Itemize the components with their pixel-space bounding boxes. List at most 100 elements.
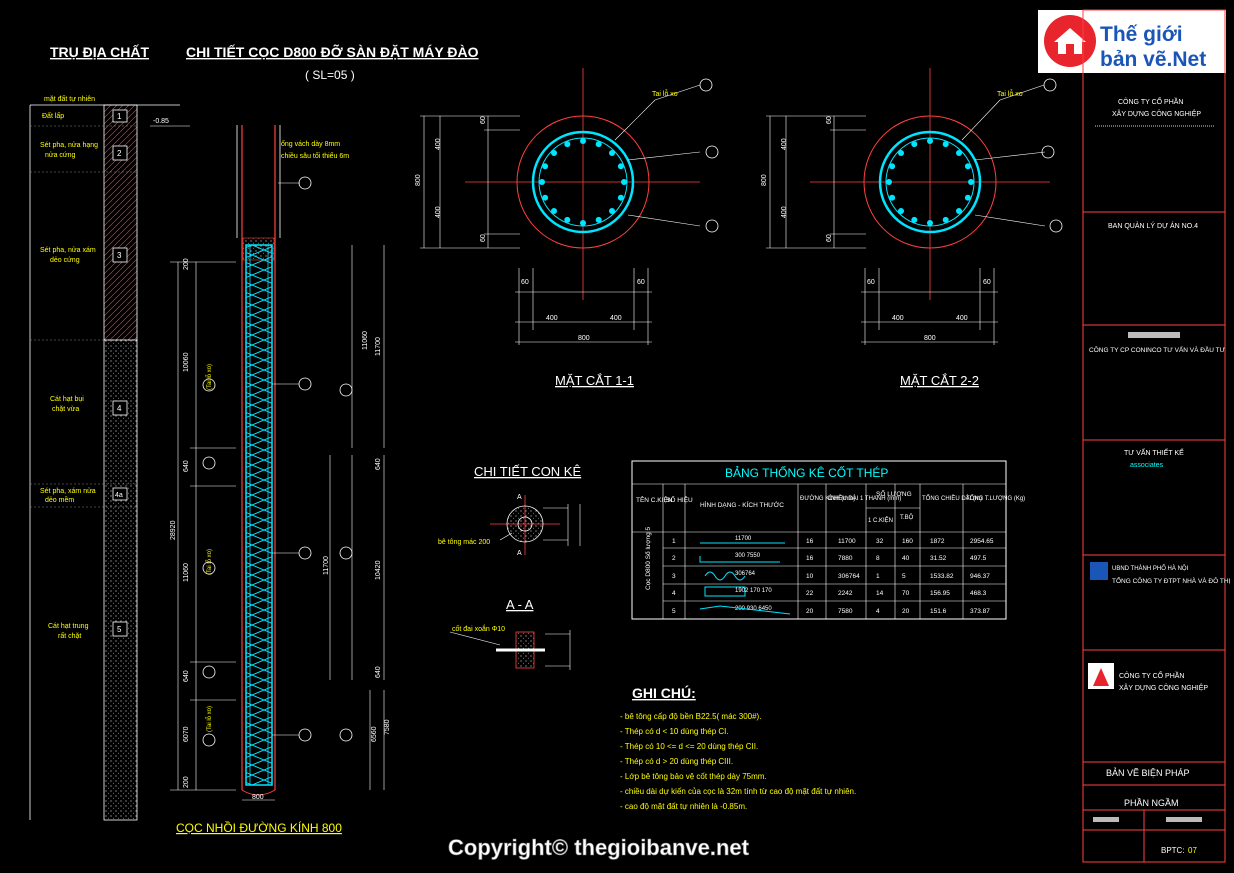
table-cell-shape: 11700 <box>735 536 752 542</box>
casing-note-2: chiều sâu tối thiểu 6m <box>281 151 349 160</box>
tb-company1: CÔNG TY CỔ PHẦN <box>1118 96 1183 106</box>
rebar-dot <box>942 216 949 223</box>
sec2-dim-400d: 400 <box>956 315 968 322</box>
rebar-dot <box>964 194 971 201</box>
aa-title: A - A <box>506 597 534 612</box>
table-cell-len: 306764 <box>838 573 860 580</box>
layer-3-num: 3 <box>117 251 122 260</box>
tb-drawing2: PHẦN NGẦM <box>1124 798 1179 808</box>
steel-label-2: (Tai lỗ xo) <box>206 706 213 732</box>
tb-board: BAN QUẢN LÝ DỰ ÁN NO.4 <box>1108 221 1198 230</box>
sec1-dim-800b: 800 <box>578 335 590 342</box>
dim-right-inner-4: 6560 <box>371 726 378 742</box>
rebar-dot <box>542 194 549 201</box>
steel-label-0: (Tai lỗ xo) <box>206 364 213 390</box>
th-len: CHIỀU DÀI 1 THANH (mm) <box>828 495 901 502</box>
rebar-dot <box>617 163 624 170</box>
rebar-dots-1 <box>539 138 627 226</box>
aa-spiral-label: cốt đai xoắn Φ10 <box>452 624 505 633</box>
ubnd-emblem-icon <box>1090 562 1108 580</box>
steel-table: BẢNG THỐNG KÊ CỐT THÉP TÊN C.KIỆN SỐ HIỆ… <box>631 460 1025 620</box>
table-cell-tl: 156.95 <box>930 590 950 597</box>
table-cell-len: 11700 <box>838 538 856 545</box>
casing-note-1: ống vách dày 8mm <box>281 139 340 148</box>
th-qty-t: T.BỘ <box>900 514 914 521</box>
table-cell-qt: 70 <box>902 590 910 597</box>
layer-4a-num: 4a <box>115 492 123 499</box>
th-qty: SỐ LƯỢNG <box>876 488 912 498</box>
table-cell-q1: 8 <box>876 555 880 562</box>
note-1: - Thép có d < 10 dùng thép CI. <box>620 727 729 736</box>
table-cell-d: 16 <box>806 555 814 562</box>
tb-company1b: XÂY DỰNG CÔNG NGHIỆP <box>1112 109 1201 118</box>
note-2: - Thép có 10 <= d <= 20 dùng thép CII. <box>620 742 758 751</box>
table-cell-no: 1 <box>672 538 676 545</box>
table-cell-qt: 20 <box>902 608 910 615</box>
dim-right-inner-0: 11060 <box>362 331 369 350</box>
sec2-dim-60c: 60 <box>867 279 875 286</box>
layer-1-text: Đất lấp <box>42 111 64 120</box>
notes-title: GHI CHÚ: <box>632 684 696 701</box>
th-total-len: TỔNG CHIỀU DÀI (m) <box>922 495 982 502</box>
section-1-1: Tai lỗ xo 60 400 400 800 60 60 <box>415 68 719 388</box>
pile-width: 800 <box>252 794 264 801</box>
tb-corp: TỔNG CÔNG TY ĐTPT NHÀ VÀ ĐÔ THỊ <box>1112 576 1231 585</box>
table-cell-q1: 14 <box>876 590 884 597</box>
rebar-dot <box>955 207 962 214</box>
tb-drawing1: BẢN VẼ BIỆN PHÁP <box>1106 767 1190 778</box>
rebar-dot <box>551 207 558 214</box>
sec1-label-top: Tai lỗ xo <box>652 89 678 98</box>
table-component: Cọc D800 Số lượng 5 <box>643 526 652 590</box>
dim-right-inner-1: 640 <box>375 458 382 470</box>
dim-right-outer-1: 11700 <box>323 556 330 575</box>
rebar-dot <box>595 141 602 148</box>
rebar-dot <box>898 207 905 214</box>
rebar-dot <box>964 163 971 170</box>
sec2-dim-60d: 60 <box>983 279 991 286</box>
layer-2-text: Sét pha, nửa hạng <box>40 141 98 149</box>
sec1-dim-60c: 60 <box>521 279 529 286</box>
table-cell-q1: 1 <box>876 573 880 580</box>
table-cell-no: 3 <box>672 573 676 580</box>
table-cell-no: 5 <box>672 608 676 615</box>
table-cell-shape: 306764 <box>735 571 756 577</box>
layer-2-num: 2 <box>117 149 122 158</box>
table-cell-tl: 1872 <box>930 538 945 545</box>
logo: Thế giới bản vẽ.Net <box>1038 10 1226 73</box>
dim-right-outer-0: 11700 <box>375 337 382 356</box>
dim-right-inner-2: 10420 <box>375 560 382 580</box>
pile-bottom-title: CỌC NHỒI ĐƯỜNG KÍNH 800 <box>176 820 342 835</box>
rebar-dot <box>539 179 545 185</box>
rebar-dot <box>968 179 974 185</box>
main-title: CHI TIẾT CỌC D800 ĐỠ SÀN ĐẶT MÁY ĐÀO <box>186 43 479 60</box>
table-cell-shape: 200 930 6450 <box>735 606 772 612</box>
dim-left-3: 28920 <box>170 520 177 540</box>
table-cell-no: 2 <box>672 555 676 562</box>
dim-right-inner-3: 640 <box>375 666 382 678</box>
dim-left-2: 640 <box>183 460 190 472</box>
rebar-dot <box>595 216 602 223</box>
table-cell-d: 22 <box>806 590 814 597</box>
layer-1-num: 1 <box>117 112 122 121</box>
note-3: - Thép có d > 20 dùng thép CIII. <box>620 757 733 766</box>
table-cell-len: 7880 <box>838 555 853 562</box>
rebar-dot <box>886 179 892 185</box>
table-cell-tw: 497.5 <box>970 555 987 562</box>
rebar-dot <box>551 150 558 157</box>
table-cell-no: 4 <box>672 590 676 597</box>
sec1-dim-400c: 400 <box>546 315 558 322</box>
dim-left-5: 640 <box>183 670 190 682</box>
table-cell-len: 7580 <box>838 608 853 615</box>
rebar-dots-2 <box>886 138 974 226</box>
spacer-concrete-label: bê tông mác 200 <box>438 539 490 546</box>
th-qty-1: 1 C.KIỆN <box>868 516 893 524</box>
pile-elevation: CHI TIẾT CỌC D800 ĐỠ SÀN ĐẶT MÁY ĐÀO ( S… <box>150 43 479 835</box>
logo-line1: Thế giới <box>1100 23 1183 46</box>
table-cell-tl: 151.6 <box>930 608 947 615</box>
layer-4-text: Cát hạt bụi <box>50 396 84 403</box>
rebar-dot <box>580 220 586 226</box>
tb-company2: CÔNG TY CỔ PHẦN <box>1119 670 1184 680</box>
note-0: - bê tông cấp độ bền B22.5( mác 300#). <box>620 712 761 721</box>
rebar-dot <box>542 163 549 170</box>
